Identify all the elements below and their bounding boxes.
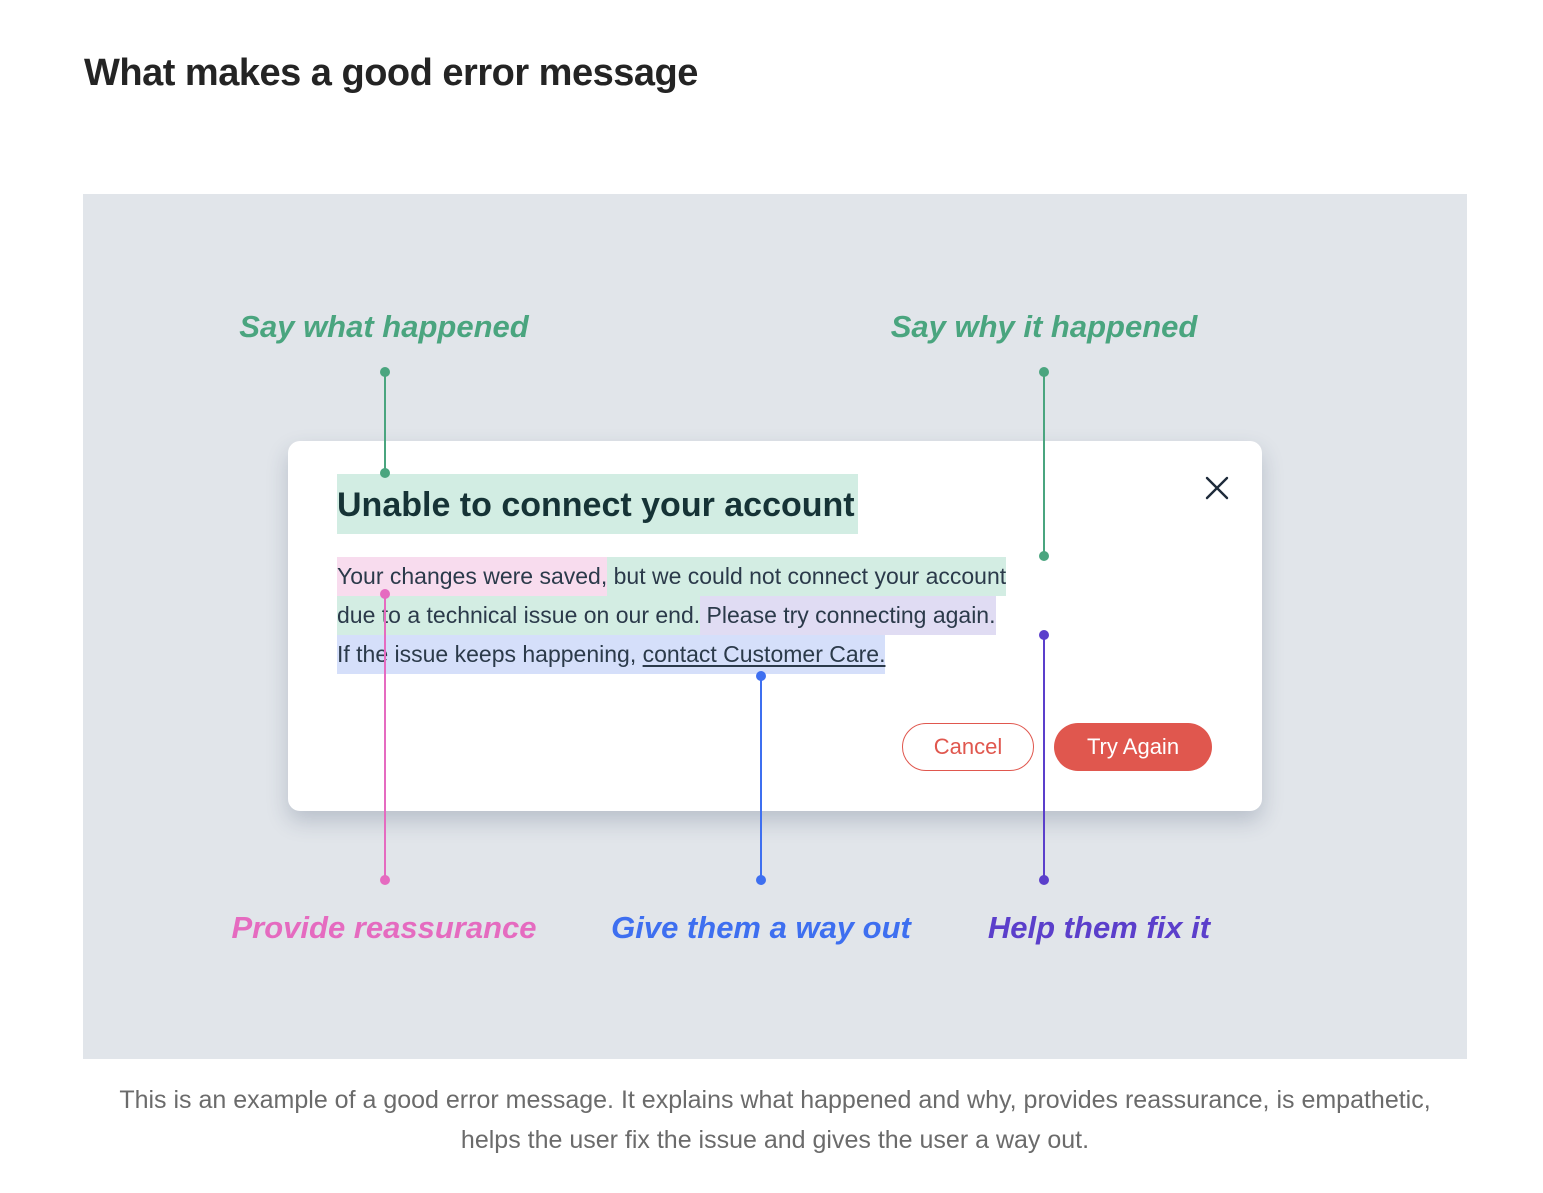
dialog-title: Unable to connect your account — [337, 474, 858, 534]
error-dialog: Unable to connect your account Your chan… — [288, 441, 1262, 811]
page-heading: What makes a good error message — [84, 52, 698, 94]
reason-text-line1-content: but we could not connect your account — [613, 563, 1007, 589]
reassurance-text: Your changes were saved, — [337, 557, 608, 596]
figure-panel: Say what happened Say why it happened Un… — [83, 194, 1467, 1059]
reason-text-line1: but we could not connect your account — [607, 557, 1007, 596]
label-give-them-a-way-out: Give them a way out — [611, 910, 911, 945]
label-say-what-happened: Say what happened — [239, 309, 529, 344]
close-icon — [1205, 476, 1229, 500]
contact-customer-care-link[interactable]: contact Customer Care. — [642, 641, 886, 667]
label-provide-reassurance: Provide reassurance — [231, 910, 537, 945]
close-button[interactable] — [1200, 471, 1234, 505]
fix-text-content: Please try connecting again. — [706, 602, 996, 628]
dialog-message: Your changes were saved, but we could no… — [337, 557, 1177, 674]
label-help-them-fix-it: Help them fix it — [987, 910, 1211, 945]
try-again-button[interactable]: Try Again — [1054, 723, 1212, 771]
fix-text: Please try connecting again. — [700, 596, 996, 635]
cancel-button[interactable]: Cancel — [902, 723, 1034, 771]
way-out-prefix: If the issue keeps happening, — [337, 641, 637, 667]
way-out-text: If the issue keeps happening, contact Cu… — [337, 635, 886, 674]
label-say-why-it-happened: Say why it happened — [890, 309, 1198, 344]
figure-caption: This is an example of a good error messa… — [119, 1086, 1431, 1154]
reason-text-line2: due to a technical issue on our end. — [337, 596, 701, 635]
